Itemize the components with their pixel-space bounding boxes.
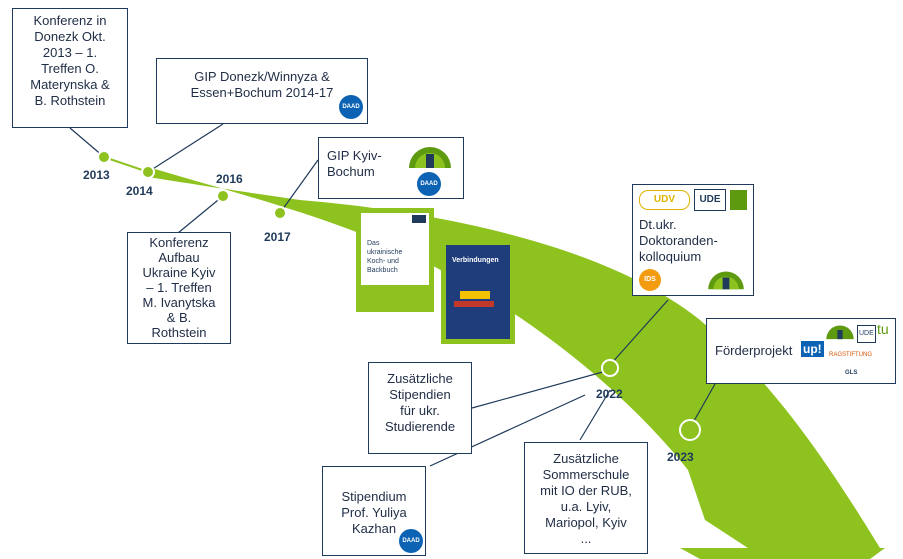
connector-2014 xyxy=(147,123,224,173)
timeline-band xyxy=(148,167,880,548)
box-konferenz-aufbau-text: Konferenz Aufbau Ukraine Kyiv – 1. Treff… xyxy=(142,235,216,340)
box-stipendien-text: Zusätzliche Stipendien für ukr. Studiere… xyxy=(384,371,456,434)
box-konferenz-donezk: Konferenz in Donezk Okt. 2013 – 1. Treff… xyxy=(12,8,128,128)
gls-logo-icon: GLS xyxy=(845,370,858,376)
dot-2013 xyxy=(97,150,111,164)
timeline-arrowhead xyxy=(680,548,885,559)
box-foerderprojekt-text: Förderprojekt xyxy=(715,343,793,358)
ude-logo-icon: UDE xyxy=(693,189,727,211)
box-konferenz-aufbau: Konferenz Aufbau Ukraine Kyiv – 1. Treff… xyxy=(127,232,231,344)
tu-logo-icon: tu xyxy=(877,321,889,337)
connector-sommerschule xyxy=(579,389,611,441)
book-logo-icon xyxy=(412,215,426,223)
rag-logo-icon: RAGSTIFTUNG xyxy=(829,352,872,358)
daad-logo-icon: DAAD xyxy=(417,172,441,196)
daad-logo-icon: DAAD xyxy=(339,95,363,119)
book-kochbuch: Das ukrainische Koch- und Backbuch xyxy=(356,208,434,312)
year-2023: 2023 xyxy=(667,450,694,464)
box-stipendium-text: Stipendium Prof. Yuliya Kazhan xyxy=(341,489,407,536)
university-arc-logo-icon xyxy=(826,325,854,340)
year-2017: 2017 xyxy=(264,230,291,244)
year-2022: 2022 xyxy=(596,387,623,401)
book-kochbuch-title: Das ukrainische Koch- und Backbuch xyxy=(367,240,403,274)
year-2016: 2016 xyxy=(216,172,243,186)
connector-stipendien xyxy=(471,369,611,409)
ids-logo-icon: IDS xyxy=(639,269,661,291)
dot-2016 xyxy=(216,189,230,203)
box-konferenz-donezk-text: Konferenz in Donezk Okt. 2013 – 1. Treff… xyxy=(30,13,110,108)
dot-2017 xyxy=(273,206,287,220)
up-logo-icon: up! xyxy=(801,341,824,357)
book-verbindungen: Verbindungen xyxy=(441,240,515,344)
ude-small-logo-icon: UDE xyxy=(857,325,876,343)
year-2013: 2013 xyxy=(83,168,110,182)
connector-2016 xyxy=(177,195,224,234)
daad-logo-icon: DAAD xyxy=(399,529,423,553)
box-doktoranden-text: Dt.ukr. Doktoranden- kolloquium xyxy=(639,217,718,264)
udv-logo-icon: UDV xyxy=(639,190,690,210)
box-gip-donezk-text: GIP Donezk/Winnyza & Essen+Bochum 2014-1… xyxy=(190,69,334,100)
dot-2023 xyxy=(679,419,701,441)
university-arc-logo-icon xyxy=(708,271,744,290)
box-gip-kyiv: GIP Kyiv- Bochum DAAD xyxy=(318,137,464,199)
timeline-start-segment xyxy=(103,156,149,173)
box-gip-donezk: GIP Donezk/Winnyza & Essen+Bochum 2014-1… xyxy=(156,58,368,124)
box-foerderprojekt: Förderprojekt up! UDE tu RAGSTIFTUNG GLS xyxy=(706,318,896,384)
university-arc-logo-icon xyxy=(409,147,451,168)
ude-mark-icon xyxy=(730,190,747,210)
connector-stipendium xyxy=(429,394,586,467)
box-sommerschule: Zusätzliche Sommerschule mit IO der RUB,… xyxy=(524,442,648,554)
box-stipendium: Stipendium Prof. Yuliya Kazhan DAAD xyxy=(322,466,426,556)
box-doktoranden: UDV UDE Dt.ukr. Doktoranden- kolloquium … xyxy=(632,184,754,296)
box-gip-kyiv-text: GIP Kyiv- Bochum xyxy=(327,148,382,179)
dot-2022 xyxy=(601,359,619,377)
box-stipendien: Zusätzliche Stipendien für ukr. Studiere… xyxy=(368,362,472,454)
box-sommerschule-text: Zusätzliche Sommerschule mit IO der RUB,… xyxy=(540,451,632,546)
year-2014: 2014 xyxy=(126,184,153,198)
dot-2014 xyxy=(141,165,155,179)
connector-2017 xyxy=(279,159,319,214)
connector-2013 xyxy=(69,127,105,158)
book-verbindungen-title: Verbindungen xyxy=(452,257,499,264)
connector-doktoranden xyxy=(609,299,669,366)
